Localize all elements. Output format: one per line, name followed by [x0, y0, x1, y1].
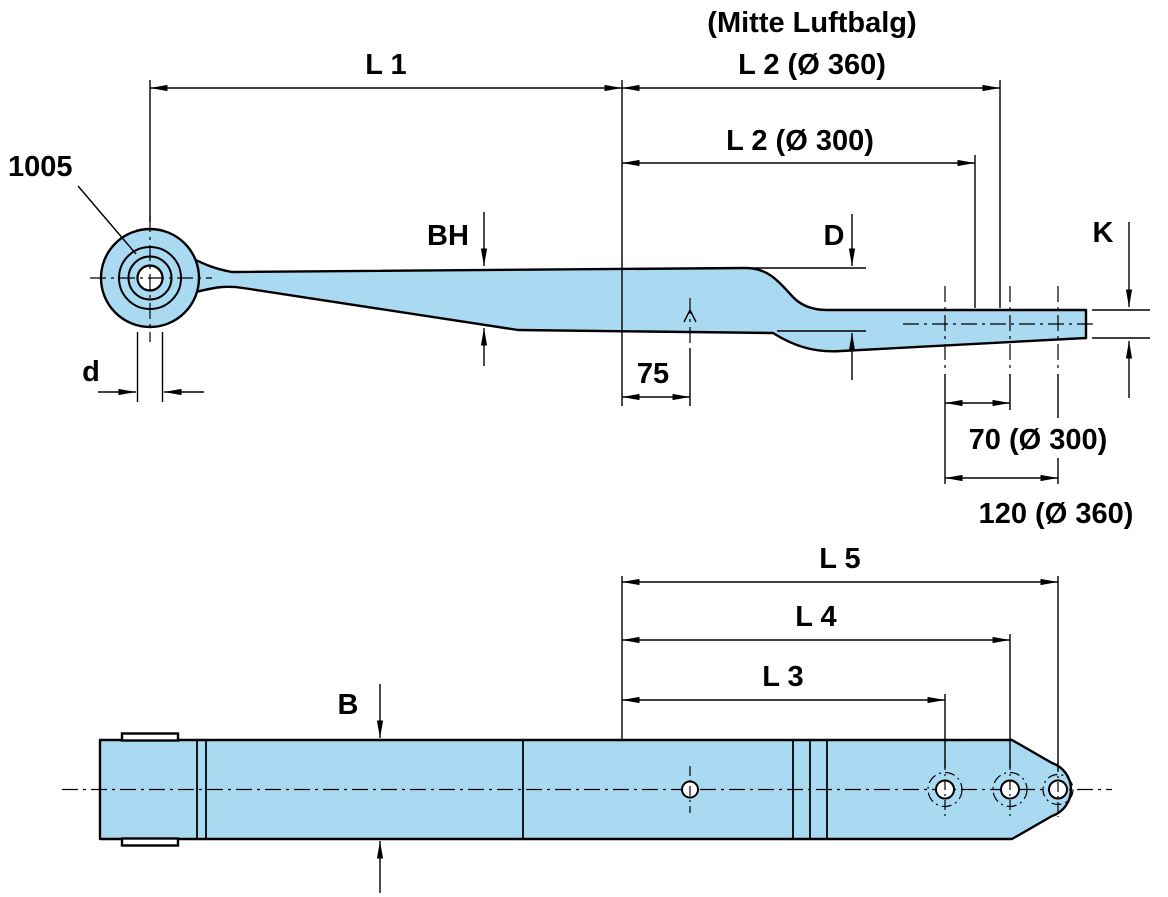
label-l4: L 4: [795, 601, 836, 633]
label-75: 75: [637, 358, 669, 390]
label-l3: L 3: [762, 661, 803, 693]
tip-centerlines: [683, 286, 1098, 372]
label-bh: BH: [427, 220, 469, 252]
label-l1: L 1: [365, 49, 406, 81]
leader-line-1005: [77, 185, 137, 255]
spring-blade-profile: [186, 254, 1088, 353]
label-mitte-luftbalg: (Mitte Luftbalg): [707, 7, 916, 39]
callout-1005: 1005: [8, 151, 137, 255]
label-k: K: [1093, 217, 1114, 249]
label-70: 70 (Ø 300): [969, 424, 1108, 456]
dim-75: 75: [622, 348, 691, 406]
tip-hole-3: [1042, 762, 1074, 817]
dim-l1: L 1: [149, 49, 622, 222]
center-hole-mark: [683, 298, 697, 346]
dim-k: K: [1092, 217, 1150, 398]
dim-l2-300: L 2 (Ø 300): [622, 125, 976, 308]
center-hole: [681, 766, 699, 813]
tip-hole-2: [992, 760, 1028, 819]
eye-wrap-tab-bottom: [120, 837, 180, 847]
plan-internal-edges: [196, 740, 828, 839]
label-d-thickness: D: [824, 220, 845, 252]
label-1005: 1005: [8, 151, 73, 183]
label-b: B: [338, 689, 359, 721]
label-d-bore: d: [82, 356, 100, 388]
plan-view: L 5 L 4 L 3 B: [62, 543, 1112, 893]
spring-eye: [90, 216, 212, 342]
dim-l4: L 4: [622, 601, 1011, 768]
dim-d-bore: d: [82, 332, 204, 402]
dim-bh: BH: [427, 212, 488, 366]
label-l2-360: L 2 (Ø 360): [738, 49, 886, 81]
side-view: L 1 (Mitte Luftbalg) L 2 (Ø 360) L 2 (Ø …: [8, 7, 1150, 530]
label-l5: L 5: [819, 543, 860, 575]
label-l2-300: L 2 (Ø 300): [726, 125, 874, 157]
eye-wrap-tab-top: [120, 732, 180, 742]
label-120: 120 (Ø 360): [979, 498, 1134, 530]
dim-d-thickness: D: [750, 214, 866, 380]
dim-l3: L 3: [622, 661, 946, 768]
tip-hole-1: [927, 760, 963, 819]
dim-120: 120 (Ø 360): [945, 374, 1133, 530]
dim-l2-360: (Mitte Luftbalg) L 2 (Ø 360): [622, 7, 1001, 308]
plan-holes: [681, 760, 1074, 819]
dim-b: B: [338, 684, 384, 893]
dim-70: 70 (Ø 300): [944, 374, 1108, 484]
dim-l5: L 5: [622, 543, 1059, 770]
